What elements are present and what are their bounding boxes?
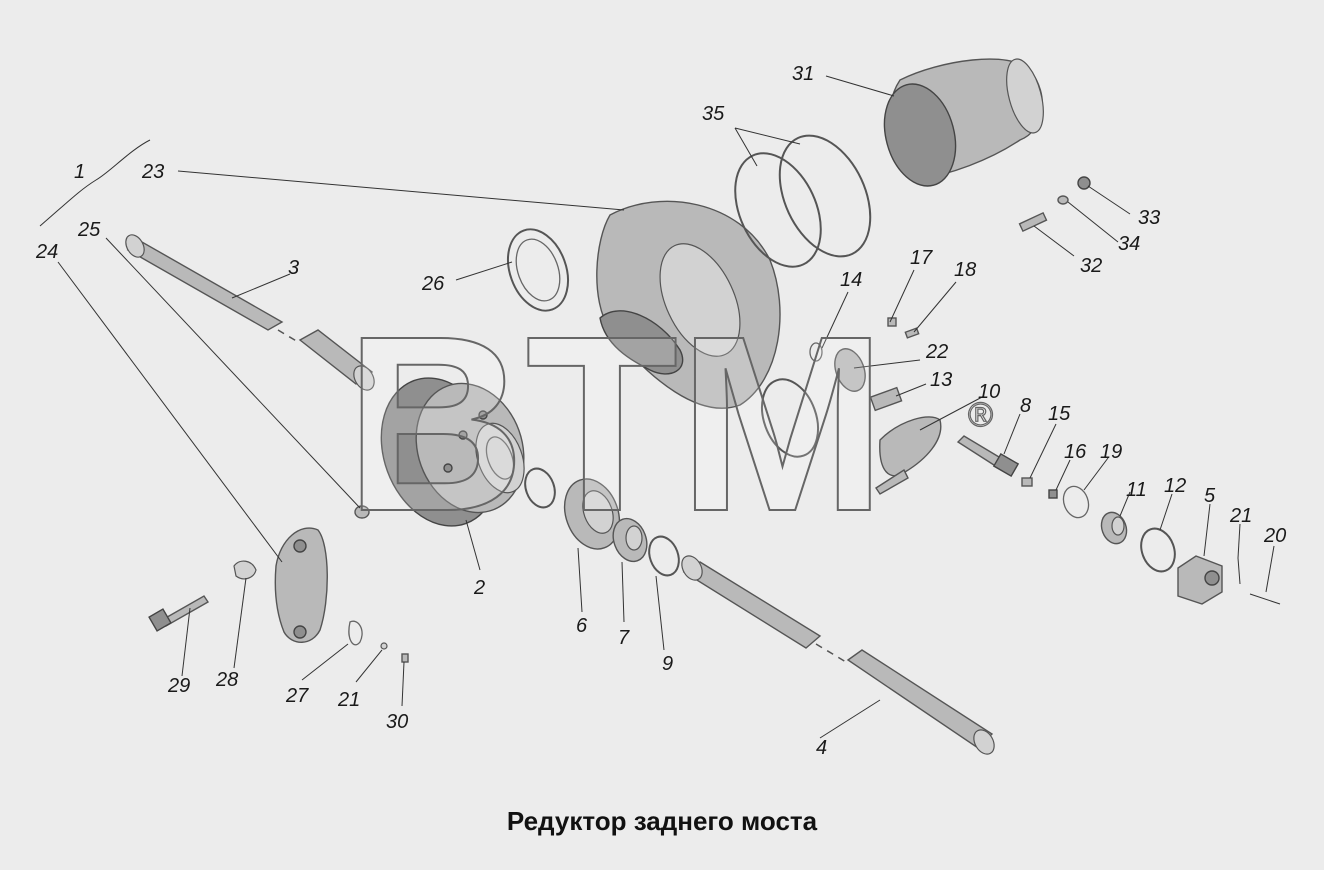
callout-12: 12: [1164, 475, 1186, 497]
diagram-title: Редуктор заднего моста: [506, 806, 818, 836]
watermark-registered-mark: ®: [968, 396, 993, 434]
callout-5: 5: [1204, 485, 1216, 507]
part-2-differential: [380, 377, 525, 527]
callout-9: 9: [662, 653, 673, 675]
part-7-bearing: [612, 517, 648, 563]
callout-30: 30: [386, 711, 408, 733]
part-29-bolt: [148, 595, 209, 632]
callout-25: 25: [77, 219, 101, 241]
part-11-bearing: [1100, 511, 1128, 545]
callout-7: 7: [618, 627, 630, 649]
part-24-bearing-cap: [274, 527, 328, 643]
leader-lines: [57, 75, 1275, 739]
callout-13: 13: [930, 369, 952, 391]
part-15-16-19-right: [1021, 477, 1090, 519]
part-12-gasket: [1140, 527, 1176, 573]
part-35-gaskets: [734, 134, 872, 268]
callout-16: 16: [1064, 441, 1087, 463]
callout-3: 3: [288, 257, 299, 279]
part-27-21-30-small: [348, 620, 409, 663]
callout-15: 15: [1048, 403, 1071, 425]
part-3-axle-shaft: [125, 234, 375, 391]
part-10-flange: [875, 416, 942, 495]
callout-17: 17: [910, 247, 933, 269]
callout-31: 31: [792, 63, 814, 85]
part-31-pinion-housing: [883, 58, 1044, 187]
callout-1: 1: [74, 161, 85, 183]
part-6-bearing: [563, 478, 621, 550]
callout-35: 35: [702, 103, 725, 125]
callout-19: 19: [1100, 441, 1122, 463]
callout-23: 23: [141, 161, 164, 183]
callout-34: 34: [1118, 233, 1140, 255]
part-25-plug: [354, 505, 370, 519]
part-5-nut: [1177, 555, 1223, 605]
callout-21-left: 21: [337, 689, 360, 711]
part-32-34-hardware: [1018, 176, 1091, 233]
callout-26: 26: [421, 273, 445, 295]
callout-4: 4: [816, 737, 827, 759]
callout-6: 6: [576, 615, 588, 637]
callout-10: 10: [978, 381, 1000, 403]
part-21-20-pins: [1237, 557, 1281, 605]
callout-11: 11: [1126, 479, 1147, 501]
callout-24: 24: [35, 241, 58, 263]
callout-28: 28: [215, 669, 238, 691]
callout-18: 18: [954, 259, 976, 281]
watermark: BTM ®: [344, 283, 994, 564]
callout-21-right: 21: [1229, 505, 1252, 527]
callout-20: 20: [1263, 525, 1286, 547]
part-small-ring: [524, 467, 556, 509]
part-28-lock-plate: [233, 560, 257, 580]
part-9-ring: [648, 535, 680, 577]
callout-27: 27: [285, 685, 309, 707]
callout-29: 29: [167, 675, 190, 697]
callout-32: 32: [1080, 255, 1102, 277]
callout-14: 14: [840, 269, 862, 291]
part-22-14-13-center: [760, 317, 920, 458]
watermark-text: BTM: [345, 284, 887, 563]
callout-22: 22: [925, 341, 948, 363]
part-26-bearing-ring: [507, 228, 569, 312]
callout-2: 2: [473, 577, 485, 599]
part-8-shaft: [956, 435, 1020, 478]
callout-33: 33: [1138, 207, 1160, 229]
part-23-carrier-housing: [596, 200, 781, 409]
callout-labels: 1 2 3 4 5 6 7 8 9 10 11 12 13 14 15 16 1…: [35, 63, 1286, 759]
callout-8: 8: [1020, 395, 1031, 417]
part-4-axle-shaft: [681, 555, 995, 755]
